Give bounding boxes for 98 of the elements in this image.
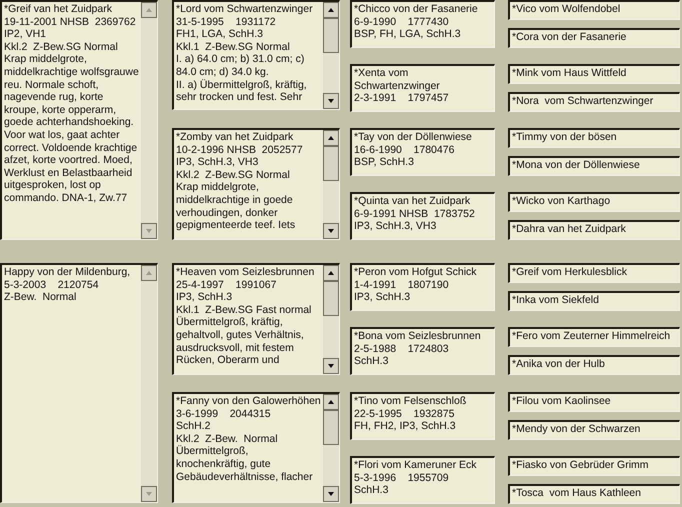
text-field bbox=[508, 263, 680, 283]
dog-name: *Filou vom Kaolinsee bbox=[512, 395, 612, 408]
dog-name: *Lord vom Schwartenzwinger bbox=[176, 3, 314, 16]
pedigree-detail: 25-4-1997 1991067 bbox=[176, 278, 278, 292]
pedigree-detail: 5-3-2003 2120754 bbox=[4, 278, 100, 292]
pedigree-detail: Z-Bew. Normal bbox=[4, 291, 78, 304]
dog-name: Happy von der Mildenburg, bbox=[4, 266, 132, 279]
dog-name: *Fanny von den Galowerhöhen bbox=[176, 395, 321, 408]
text-field bbox=[0, 263, 158, 503]
text-field bbox=[350, 0, 495, 48]
text-field bbox=[508, 220, 680, 240]
pedigree-detail: SchH.3 bbox=[354, 484, 390, 497]
dog-name: *Fiasko von Gebrüder Grimm bbox=[512, 459, 650, 472]
text-field bbox=[172, 263, 340, 375]
pedigree-detail: BSP, SchH.3 bbox=[354, 156, 415, 169]
pedigree-detail: SchH.2 bbox=[176, 420, 212, 433]
text-field bbox=[508, 0, 680, 20]
dog-name: *Greif van het Zuidpark bbox=[4, 3, 113, 16]
dog-name: *Mendy von der Schwarzen bbox=[512, 423, 642, 436]
text-field bbox=[350, 327, 495, 375]
text-field bbox=[508, 156, 680, 176]
text-field bbox=[172, 128, 340, 240]
pedigree-detail: Kkl.2 Z-Bew.SG Normal bbox=[4, 40, 119, 54]
text-field bbox=[350, 456, 495, 504]
dog-name: *Bona vom Seizlesbrunnen bbox=[354, 330, 482, 343]
dog-name: *Mona von der Döllenwiese bbox=[512, 159, 641, 172]
dog-name: *Tosca vom Haus Kathleen bbox=[512, 487, 642, 500]
pedigree-detail: IP2, VH1 bbox=[4, 28, 48, 41]
text-field bbox=[350, 392, 495, 440]
text-field bbox=[508, 128, 680, 148]
dog-name: *Peron vom Hofgut Schick bbox=[354, 266, 478, 279]
text-field bbox=[508, 355, 680, 375]
dog-name: *Mink vom Haus Wittfeld bbox=[512, 67, 628, 80]
text-field bbox=[508, 420, 680, 440]
text-field bbox=[508, 327, 680, 347]
pedigree-detail: IP3, SchH.3, VH3 bbox=[176, 156, 260, 169]
pedigree-detail: 2-5-1988 1724803 bbox=[354, 342, 450, 356]
text-field bbox=[350, 128, 495, 176]
pedigree-detail: FH, FH2, IP3, SchH.3 bbox=[354, 420, 457, 433]
pedigree-detail: IP3, SchH.3 bbox=[354, 291, 412, 304]
dog-name: *Tay von der Döllenwiese bbox=[354, 131, 473, 144]
pedigree-detail: Kkl.1 Z-Bew.SG Normal bbox=[176, 40, 291, 54]
pedigree-detail: IP3, SchH.3, VH3 bbox=[354, 220, 438, 233]
pedigree-detail: Kkl.2 Z-Bew.SG Normal bbox=[176, 168, 291, 182]
text-field bbox=[508, 456, 680, 476]
pedigree-detail: 3-6-1999 2044315 bbox=[176, 408, 272, 420]
pedigree-detail: 2-3-1991 1797457 bbox=[354, 92, 450, 105]
dog-name: *Tino vom Felsenschloß bbox=[354, 395, 468, 408]
pedigree-detail: Übermittelgroß, kräftig, gehaltvoll, gutes Verhältnis, ausdrucksvoll, mit festem Rücken, Oberarm und bbox=[176, 316, 305, 367]
dog-name: *Quinta van het Zuidpark bbox=[354, 195, 472, 208]
dog-name: *Chicco von der Fasanerie bbox=[354, 3, 479, 16]
pedigree-detail: II. a) Übermittelgroß, kräftig, sehr trocken und fest. Sehr bbox=[176, 78, 308, 104]
text-field bbox=[0, 0, 158, 240]
dog-name: *Anika von der Hulb bbox=[512, 358, 606, 371]
pedigree-detail: 19-11-2001 NHSB 2369762 bbox=[4, 16, 137, 28]
text-field bbox=[350, 192, 495, 240]
pedigree-detail: 6-9-1991 NHSB 1783752 bbox=[354, 208, 476, 220]
dog-name: *Timmy von der bösen bbox=[512, 131, 618, 144]
dog-name: *Flori vom Kameruner Eck bbox=[354, 459, 478, 472]
text-field bbox=[350, 64, 495, 112]
text-field bbox=[508, 291, 680, 311]
dog-name: *Greif vom Herkulesblick bbox=[512, 266, 628, 279]
dog-name: *Heaven vom Seizlesbrunnen bbox=[176, 266, 316, 279]
pedigree-detail: 6-9-1990 1777430 bbox=[354, 16, 450, 28]
text-field bbox=[508, 192, 680, 212]
pedigree-detail: 5-3-1996 1955709 bbox=[354, 472, 450, 484]
pedigree-detail: 22-5-1995 1932875 bbox=[354, 408, 456, 420]
pedigree-detail: BSP, FH, LGA, SchH.3 bbox=[354, 28, 462, 41]
text-field bbox=[172, 392, 340, 503]
dog-name: *Nora vom Schwartenzwinger bbox=[512, 95, 654, 108]
pedigree-detail: 1-4-1991 1807190 bbox=[354, 278, 450, 292]
dog-name: *Wicko von Karthago bbox=[512, 195, 612, 208]
text-field bbox=[172, 0, 340, 110]
pedigree-detail: 10-2-1996 NHSB 2052577 bbox=[176, 144, 304, 156]
pedigree-detail: SchH.3 bbox=[354, 355, 390, 368]
pedigree-detail: Kkl.2 Z-Bew. Normal bbox=[176, 432, 279, 445]
dog-name: *Xenta vom Schwartenzwinger bbox=[354, 67, 441, 92]
pedigree-detail: FH1, LGA, SchH.3 bbox=[176, 28, 264, 41]
pedigree-detail: IP3, SchH.3 bbox=[176, 291, 234, 304]
text-field bbox=[508, 392, 680, 412]
dog-name: *Dahra van het Zuidpark bbox=[512, 223, 627, 236]
text-field bbox=[508, 64, 680, 84]
text-field bbox=[508, 28, 680, 48]
pedigree-detail: 16-6-1990 1780476 bbox=[354, 144, 456, 156]
pedigree-detail: Krap middelgrote, middelkrachtige in goede verhoudingen, donker gepigmenteerde teef. Iets bbox=[176, 181, 296, 232]
dog-name: *Zomby van het Zuidpark bbox=[176, 131, 294, 144]
pedigree-detail: Krap middelgrote, middelkrachtige wolfsgrauwe reu. Normale schoft, nagevende rug, korte kroupe, korte opperarm, goede achterhandshoeking. Voor wat los, gaat achter correct. Voldoende krachtige afzet, korte voortred. Moed, Werklust en Belastbaarheid uitgesproken, lost op commando. DNA-1, Zw.77 bbox=[4, 53, 139, 204]
text-field bbox=[508, 92, 680, 112]
pedigree-detail: Übermittelgroß, knochenkräftig, gute Gebäudeverhältnisse, flacher bbox=[176, 445, 314, 484]
dog-name: *Inka vom Siekfeld bbox=[512, 294, 600, 307]
dog-name: *Cora von der Fasanerie bbox=[512, 31, 628, 44]
text-field bbox=[508, 484, 680, 504]
dog-name: *Fero vom Zeuterner Himmelreich bbox=[512, 330, 672, 343]
pedigree-detail: I. a) 64.0 cm; b) 31.0 cm; c) 84.0 cm; d) 34.0 kg. bbox=[176, 53, 306, 79]
text-field bbox=[350, 263, 495, 311]
dog-name: *Vico vom Wolfendobel bbox=[512, 3, 622, 16]
pedigree-detail: Kkl.1 Z-Bew.SG Fast normal bbox=[176, 304, 312, 316]
pedigree-detail: 31-5-1995 1931172 bbox=[176, 16, 277, 28]
